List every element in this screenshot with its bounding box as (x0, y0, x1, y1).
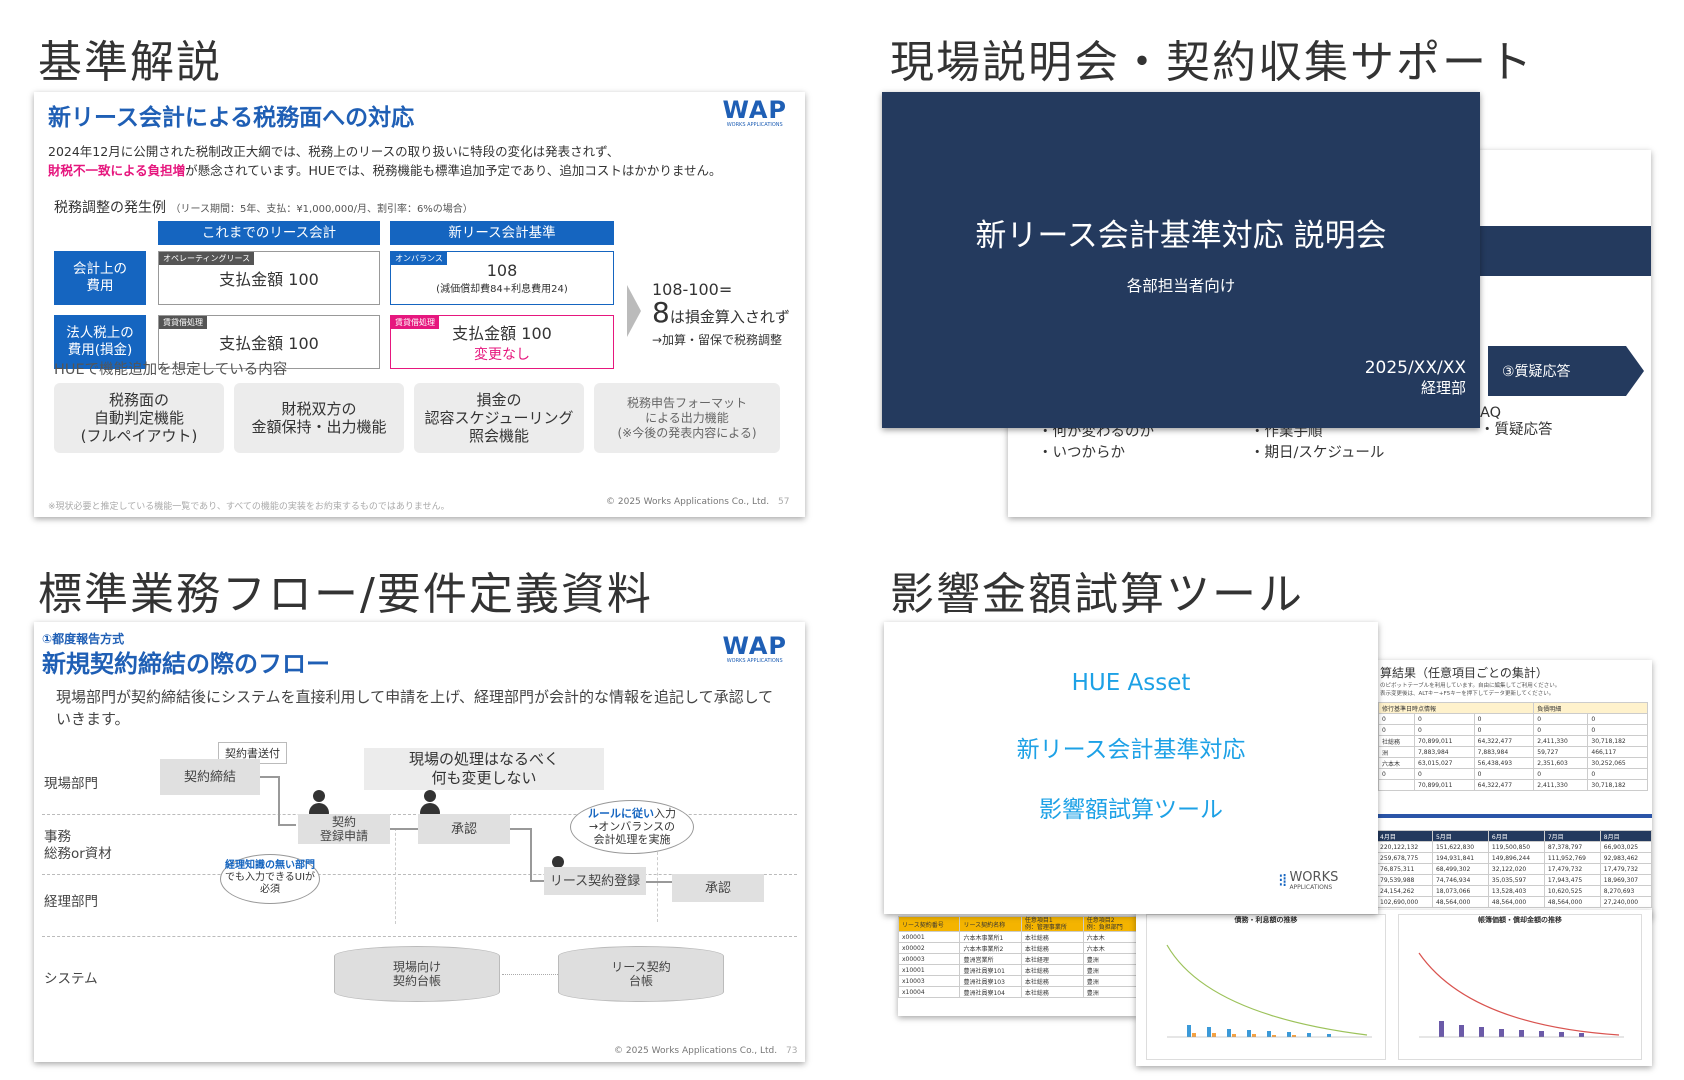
slide-briefing-cover[interactable]: 新リース会計基準対応 説明会 各部担当者向け 2025/XX/XX 経理部 (882, 92, 1480, 428)
row-header-accounting: 会計上の 費用 (54, 251, 146, 305)
db-lease-contracts: リース契約 台帳 (558, 946, 724, 1002)
lane-divider (42, 874, 797, 875)
process-approve-accounting: 承認 (672, 874, 764, 902)
tag-lease: 賃貸借処理 (159, 316, 207, 329)
hue-features-label: HUEで機能追加を想定している内容 (54, 362, 288, 378)
cover-line-2: 新リース会計基準対応 (1016, 737, 1246, 763)
lane-accounting: 経理部門 (44, 894, 98, 910)
page-number: 73 (786, 1046, 798, 1056)
process-register-request: 契約 登録申請 (298, 814, 390, 844)
tag-operating: オペレーティングリース (159, 252, 255, 265)
chart-debt-interest: 債務・利息額の推移 (1146, 914, 1386, 1060)
slide-description: 2024年12月に公開された税制改正大綱では、税務上のリースの取り扱いに特段の変… (48, 144, 722, 178)
page-number: 57 (778, 497, 790, 507)
cell-old-accounting: オペレーティングリース 支払金額 100 (158, 251, 380, 305)
lane-divider (42, 936, 797, 937)
cover-title: 新リース会計基準対応 説明会 (975, 218, 1387, 254)
row-header-tax: 法人税上の 費用(損金) (54, 315, 146, 369)
slide-description: 現場部門が契約締結後にシステムを直接利用して申請を上げ、経理部門が会計的な情報を… (56, 688, 774, 728)
person-icon (420, 790, 440, 815)
sheet-note: のピボットテーブルを利用しています。自由に編集してご利用ください。表示変更後は、… (1380, 683, 1561, 697)
section-title-workflow: 標準業務フロー/要件定義資料 (38, 569, 653, 620)
process-lease-registration: リース契約登録 (544, 867, 646, 895)
slide-calc-tool-cover[interactable]: HUE Asset 新リース会計基準対応 影響額試算ツール ⁝⁞ WORKS A… (884, 622, 1378, 914)
accent-bar (1376, 814, 1652, 818)
agenda-how: ・作業手順・期日/スケジュール (1250, 424, 1385, 461)
slide-title: 新リース会計による税務面への対応 (48, 105, 415, 131)
bubble-rule-input: ルールに従い入力 →オンバランスの 会計処理を実施 (570, 800, 694, 854)
cover-subtitle: 各部担当者向け (1126, 277, 1236, 295)
db-field-contracts: 現場向け 契約台帳 (334, 946, 500, 1002)
col-header-old: これまでのリース会計 (158, 221, 380, 245)
works-logo: ⁝⁞ WORKS APPLICATIONS (1278, 869, 1339, 891)
connector (530, 828, 532, 880)
section-title-standards: 基準解説 (38, 37, 222, 88)
connector (530, 880, 544, 882)
slide-tax-response[interactable]: 新リース会計による税務面への対応 WAP WORKS APPLICATIONS … (34, 92, 805, 517)
cell-new-accounting: オンバランス 108 (減価償却費84+利息費用24) (390, 251, 614, 305)
sheet-title: 算結果（任意項目ごとの集計） (1380, 666, 1548, 680)
sheet-charts[interactable]: 債務・利息額の推移 帳簿価額・償却金額の推移 (1136, 910, 1652, 1066)
tag-lease-2: 賃貸借処理 (391, 316, 439, 329)
connector (390, 828, 418, 830)
process-sign-contract: 契約締結 (160, 759, 260, 795)
feature-amount-hold: 財税双方の 金額保持・出力機能 (234, 383, 404, 453)
connector (278, 824, 296, 826)
cover-line-1: HUE Asset (1071, 670, 1191, 696)
lane-field: 現場部門 (44, 776, 98, 792)
arrow-icon (1626, 346, 1644, 396)
contract-table: リース契約番号リース契約名称任意項目1 例：管理事業所任意項目2 例：負担部門 … (898, 916, 1138, 998)
arrow-right-icon (627, 285, 641, 337)
result-box: 108-100= 8は損金算入されず →加算・留保で税務調整 (652, 280, 790, 347)
guide-line (395, 828, 396, 924)
cell-new-tax: 賃貸借処理 支払金額 100 変更なし (390, 315, 614, 369)
chart-debt-interest-plot (1166, 944, 1372, 1038)
agenda-what: ・何が変わるのか・いつからか (1038, 424, 1154, 461)
section-title-briefing: 現場説明会・契約収集サポート (890, 37, 1534, 88)
bubble-ui-requirement: 経理知識の無い部門でも入力できるUIが 必須 (220, 854, 320, 904)
step-qa: ③質疑応答 (1488, 346, 1626, 396)
copyright: © 2025 Works Applications Co., Ltd. (614, 1046, 778, 1056)
example-label: 税務調整の発生例 （リース期間：5年、支払：¥1,000,000/月、割引率：6… (54, 200, 473, 216)
tag-onbalance: オンバランス (391, 252, 447, 265)
chart-book-value-plot (1418, 952, 1624, 1038)
wap-logo: WAP WORKS APPLICATIONS (722, 632, 787, 664)
wap-logo: WAP WORKS APPLICATIONS (722, 96, 787, 128)
sheet-contract-list[interactable]: リース契約番号リース契約名称任意項目1 例：管理事業所任意項目2 例：負担部門 … (898, 916, 1138, 1016)
connector (260, 776, 278, 778)
feature-schedule: 損金の 認容スケジューリング 照会機能 (414, 383, 584, 453)
feature-auto-judge: 税務面の 自動判定機能 (フルペイアウト) (54, 383, 224, 453)
copyright: © 2025 Works Applications Co., Ltd. (606, 497, 770, 507)
guide-line (657, 852, 658, 922)
agenda-faq: AQ・質疑応答 (1480, 405, 1553, 438)
doc-send-label: 契約書送付 (218, 742, 287, 764)
connector (646, 881, 672, 883)
lane-admin: 事務 総務or資材 (44, 829, 112, 862)
slide-title: 新規契約締結の際のフロー (42, 650, 330, 678)
person-icon (309, 790, 329, 815)
slide-workflow[interactable]: ①都度報告方式 新規契約締結の際のフロー WAP WORKS APPLICATI… (34, 622, 805, 1062)
cell-old-tax: 賃貸借処理 支払金額 100 (158, 315, 380, 369)
sheet-summary[interactable]: 算結果（任意項目ごとの集計） のピボットテーブルを利用しています。自由に編集して… (1376, 660, 1652, 918)
cover-date: 2025/XX/XX 経理部 (1364, 358, 1466, 397)
col-header-new: 新リース会計基準 (390, 221, 614, 245)
note-keep-field-process: 現場の処理はなるべく 何も変更しない (364, 748, 604, 790)
connector (510, 828, 532, 830)
feature-tax-format: 税務申告フォーマット による出力機能 (※今後の発表内容による) (594, 383, 780, 453)
connector (278, 776, 280, 824)
slide-subtitle: ①都度報告方式 (42, 632, 125, 646)
cover-line-3: 影響額試算ツール (1039, 797, 1223, 823)
process-approve-admin: 承認 (418, 814, 510, 844)
connector (502, 974, 558, 975)
chart-book-value: 帳簿価額・償却金額の推移 (1398, 914, 1642, 1060)
lane-system: システム (44, 971, 98, 987)
section-title-calc-tool: 影響金額試算ツール (890, 569, 1304, 620)
footer-note: ※現状必要と推定している機能一覧であり、すべての機能の実装をお約束するものではあ… (48, 502, 450, 512)
